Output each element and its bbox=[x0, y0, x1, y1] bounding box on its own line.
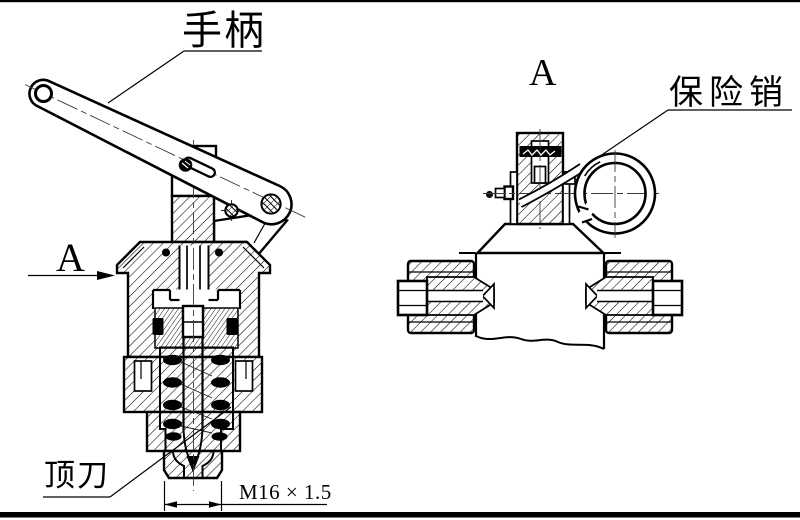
sheet-border-top bbox=[0, 0, 800, 3]
safety-pin-label-group: 保险销 bbox=[588, 73, 792, 164]
safety-pin-leader-line bbox=[588, 109, 669, 164]
body-chamfer-right bbox=[242, 246, 265, 269]
cotter-pin bbox=[485, 185, 515, 201]
sheet-border-bottom bbox=[0, 512, 800, 518]
cone-notch bbox=[481, 281, 495, 311]
handle-label-group: 手柄 bbox=[107, 8, 266, 104]
flange-recess-left bbox=[133, 360, 153, 392]
safety-ring bbox=[573, 150, 657, 238]
spring-coil bbox=[163, 354, 230, 441]
bonnet-column bbox=[170, 194, 216, 244]
lever-arm bbox=[28, 78, 293, 226]
dimension-arrow-right bbox=[209, 501, 222, 508]
cotter-pin-ball bbox=[485, 190, 494, 199]
bore-channel bbox=[597, 290, 653, 302]
handle-label: 手柄 bbox=[182, 8, 266, 54]
seal-dot-left bbox=[162, 248, 170, 257]
slot-pin-glint bbox=[184, 160, 191, 166]
main-section-view: A M16 × 1.5 手柄 顶刀 bbox=[24, 8, 332, 511]
seal-dot-right bbox=[215, 248, 223, 257]
flange-recess-right bbox=[234, 360, 254, 392]
bore-channel bbox=[427, 290, 483, 302]
dimension-arrow-left bbox=[164, 501, 177, 508]
top-knife-label: 顶刀 bbox=[44, 458, 110, 494]
handle-leader-line bbox=[107, 50, 185, 104]
top-knife-leader-line bbox=[109, 406, 232, 498]
pipe-union-nut-left bbox=[396, 259, 495, 335]
knife-stem bbox=[182, 337, 204, 473]
pipe-union-nut-right bbox=[585, 259, 684, 335]
seal-ring-left bbox=[152, 318, 164, 335]
body-chamfer-left bbox=[122, 246, 145, 269]
pipe-stub-left bbox=[396, 279, 429, 317]
cone-notch bbox=[585, 281, 599, 311]
lever-axis-centerline bbox=[24, 84, 309, 219]
safety-pin-label: 保险销 bbox=[669, 73, 789, 113]
ring-end-cap bbox=[581, 217, 593, 224]
section-arrow-head bbox=[97, 271, 115, 280]
view-a-title: A bbox=[529, 52, 557, 94]
top-knife-label-group: 顶刀 bbox=[43, 406, 232, 498]
slot-pin bbox=[178, 158, 193, 172]
lever-end-hole bbox=[34, 84, 53, 103]
link-pin bbox=[221, 200, 242, 221]
gland-recess-outline bbox=[151, 288, 242, 309]
seal-ring-right bbox=[226, 318, 238, 335]
knife-tip bbox=[186, 456, 200, 473]
section-arrow-group: A bbox=[28, 235, 115, 280]
body-shoulder bbox=[474, 222, 607, 255]
ring-overlap-arc bbox=[584, 161, 601, 177]
union-body bbox=[476, 253, 604, 341]
pipe-stub-right bbox=[651, 279, 684, 317]
ring-gap bbox=[573, 201, 597, 227]
section-view-a: A 保险销 bbox=[396, 52, 792, 350]
handle-lever bbox=[24, 78, 309, 226]
spring-chamber bbox=[159, 346, 234, 479]
break-line bbox=[475, 335, 605, 350]
ring-end-cap bbox=[578, 205, 589, 211]
slot-pin-glint bbox=[181, 162, 189, 169]
thread-dimension-text: M16 × 1.5 bbox=[239, 480, 332, 504]
safety-pin-knurl bbox=[522, 149, 556, 156]
thread-dimension-group: M16 × 1.5 bbox=[163, 480, 332, 511]
section-direction-label: A bbox=[56, 235, 85, 280]
safety-pin-section bbox=[519, 146, 562, 157]
pivot-pin bbox=[260, 193, 282, 215]
